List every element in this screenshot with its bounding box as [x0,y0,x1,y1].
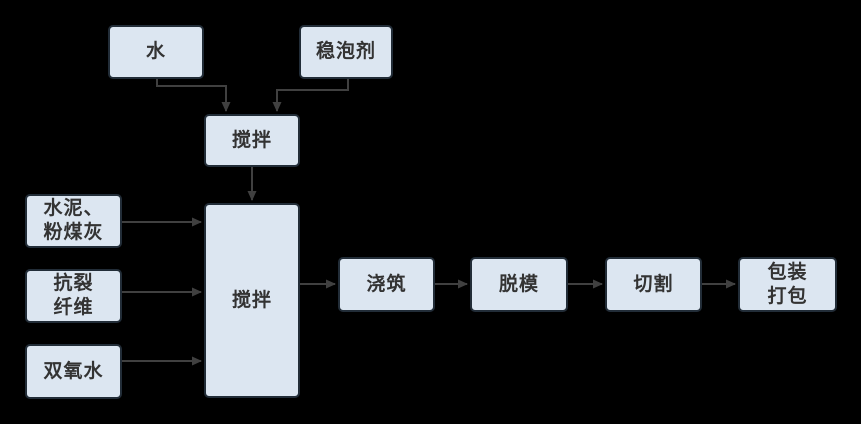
node-anticrack-fiber: 抗裂 纤维 [25,269,122,323]
node-mixing-2: 搅拌 [204,203,300,398]
node-packaging: 包装 打包 [738,257,837,312]
node-demolding: 脱模 [470,257,568,312]
node-pouring: 浇筑 [338,257,435,312]
node-cutting: 切割 [605,257,702,312]
node-foam-stabilizer: 稳泡剂 [299,25,393,79]
edge-stabilizer-to-mix1 [272,79,349,112]
node-mixing-1: 搅拌 [204,114,300,167]
node-hydrogen-peroxide: 双氧水 [25,344,122,399]
node-cement-flyash: 水泥、 粉煤灰 [25,194,122,248]
edge-water-to-mix1 [156,79,231,112]
node-water: 水 [108,25,204,79]
